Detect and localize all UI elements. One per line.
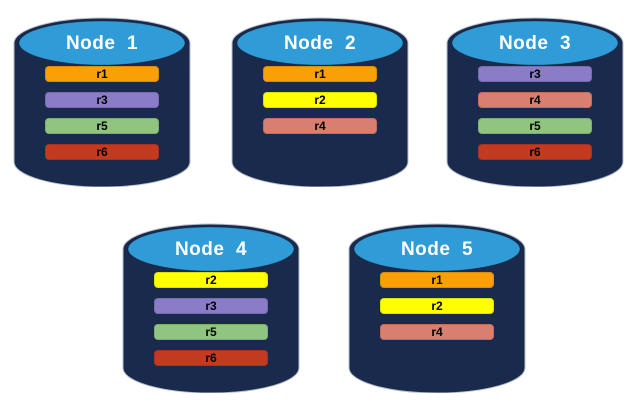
replica-bar-r1: r1 [45,66,159,82]
replica-bar-r1: r1 [380,272,494,288]
cylinder-top-ellipse [18,20,186,66]
node-title: Node 2 [283,33,357,54]
cylinder-top-ellipse [127,226,295,272]
replica-bar-r1: r1 [263,66,377,82]
replica-bar-r3: r3 [154,298,268,314]
node-5: Node 5 r1 r2 r4 [348,215,526,393]
node-title: Node 4 [174,239,248,260]
replica-bar-r4: r4 [380,324,494,340]
cylinder-top-ellipse [451,20,619,66]
cylinder-top-ellipse [236,20,404,66]
replica-bar-r2: r2 [263,92,377,108]
cylinder-top-ellipse [353,226,521,272]
replica-bar-r5: r5 [478,118,592,134]
replica-bar-r6: r6 [45,144,159,160]
node-2: Node 2 r1 r2 r4 [231,9,409,187]
replica-bar-r6: r6 [478,144,592,160]
replica-bar-r2: r2 [154,272,268,288]
replica-bar-r6: r6 [154,350,268,366]
node-title: Node 5 [400,239,474,260]
replica-bar-r5: r5 [45,118,159,134]
replica-bar-r4: r4 [478,92,592,108]
replica-bar-r2: r2 [380,298,494,314]
node-3: Node 3 r3 r4 r5 r6 [446,9,624,187]
replica-bar-r5: r5 [154,324,268,340]
replica-bar-r3: r3 [45,92,159,108]
node-title: Node 3 [498,33,572,54]
replica-bar-r4: r4 [263,118,377,134]
node-title: Node 1 [65,33,139,54]
node-1: Node 1 r1 r3 r5 r6 [13,9,191,187]
node-4: Node 4 r2 r3 r5 r6 [122,215,300,393]
replica-bar-r3: r3 [478,66,592,82]
